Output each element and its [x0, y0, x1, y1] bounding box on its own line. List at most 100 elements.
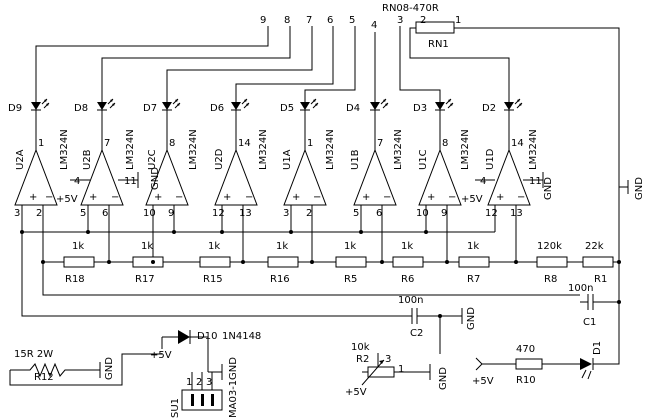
d1-ref: D1	[592, 341, 603, 355]
u1-gnd-pin: 11	[529, 176, 542, 187]
opamp-u2c-ref: U2C	[147, 149, 158, 170]
r12-ref: R12	[34, 372, 54, 383]
led-label-d4: D4	[346, 103, 360, 114]
su1-pin-1: 1	[186, 377, 192, 388]
leds	[31, 98, 523, 118]
c2-gnd-label: GND	[466, 307, 477, 330]
svg-text:+: +	[496, 192, 504, 203]
svg-text:−: −	[517, 192, 525, 203]
r10-ref: R10	[516, 375, 536, 386]
rn1-pin-3: 3	[397, 15, 403, 26]
wire-ladder-to-c1	[42, 262, 580, 296]
capacitor-c2	[411, 308, 462, 324]
opamp-u1a-part: LM324N	[325, 129, 336, 170]
u2a-out-pin: 1	[38, 138, 44, 149]
rn1-pin-6: 6	[327, 15, 333, 26]
u2c-out-pin: 8	[169, 138, 175, 149]
su1-pin-3: 3	[206, 377, 212, 388]
opamp-u2b: + −	[70, 116, 138, 262]
u2d-out-pin: 14	[238, 138, 251, 149]
r1-ref: R1	[594, 274, 607, 285]
r17-value: 1k	[141, 241, 153, 252]
su1-pin-3-body	[211, 394, 214, 406]
c1-value: 100n	[568, 283, 593, 294]
u1d-plus-pin: 12	[485, 208, 498, 219]
wire-rn1-5	[304, 26, 356, 100]
u1d-out-pin: 14	[511, 138, 524, 149]
wire-rn1-6	[235, 26, 334, 100]
u1b-out-pin: 7	[377, 138, 383, 149]
rn1-pin-4: 4	[371, 20, 377, 31]
u2c-minus-pin: 9	[168, 208, 174, 219]
u1b-minus-pin: 6	[376, 208, 382, 219]
r6-value: 1k	[401, 241, 413, 252]
gnd-top-right-label: GND	[634, 177, 645, 200]
u2d-minus-pin: 13	[239, 208, 252, 219]
led-label-d2: D2	[482, 103, 496, 114]
svg-text:+: +	[89, 192, 97, 203]
opamp-u2c: + −	[145, 116, 189, 262]
r2-wiper-arrow	[379, 360, 384, 364]
r2-gnd-label: GND	[438, 367, 449, 390]
u1c-minus-pin: 9	[441, 208, 447, 219]
d10-part: 1N4148	[222, 331, 261, 342]
opamp-u2a-part: LM324N	[59, 129, 70, 170]
u2b-minus-pin: 6	[102, 208, 108, 219]
d1-wire	[592, 302, 620, 370]
led-d4	[370, 98, 389, 118]
r10-value: 470	[516, 344, 535, 355]
led-label-d7: D7	[143, 103, 157, 114]
u1b-plus-pin: 5	[353, 208, 359, 219]
rn1-part-label: RN08-470R	[382, 3, 439, 14]
r5-ref: R5	[344, 274, 357, 285]
led-d3	[435, 98, 454, 118]
d10-ref: D10	[197, 331, 217, 342]
u2-gnd-pin: 11	[124, 176, 137, 187]
su1-part: MA03-1	[228, 380, 239, 418]
u1-vcc-label: +5V	[461, 194, 483, 205]
u1c-plus-pin: 10	[416, 208, 429, 219]
opamp-u1c: + −	[418, 116, 462, 262]
led-label-d8: D8	[74, 103, 88, 114]
r12-value: 15R 2W	[14, 349, 53, 360]
su1-gnd-label: GND	[228, 357, 239, 380]
su1-pin-1-body	[191, 394, 194, 406]
potentiometer-r2	[367, 366, 395, 378]
r18-ref: R18	[65, 274, 85, 285]
rn1-pin-8: 8	[284, 15, 290, 26]
opamp-u1b-ref: U1B	[350, 149, 361, 170]
svg-text:−: −	[245, 192, 253, 203]
svg-text:−: −	[111, 192, 119, 203]
opamp-u2d: + −	[214, 116, 258, 262]
svg-text:+: +	[29, 192, 37, 203]
wire-rn1-8	[101, 26, 291, 100]
svg-text:−: −	[45, 192, 53, 203]
r6-ref: R6	[401, 274, 414, 285]
rn1-pin-1: 1	[455, 15, 461, 26]
su1-pin-2-body	[201, 394, 204, 406]
u1a-plus-pin: 3	[283, 208, 289, 219]
opamp-u1d-part: LM324N	[528, 129, 539, 170]
u2b-out-pin: 7	[104, 138, 110, 149]
u1a-minus-pin: 2	[306, 208, 312, 219]
wire-rn1-9	[35, 26, 269, 100]
r5-value: 1k	[344, 241, 356, 252]
wire-rn1-3	[399, 26, 441, 100]
vcc-arrow-r10	[475, 357, 516, 371]
d10-vcc-label: +5V	[150, 350, 172, 361]
opamp-u1c-ref: U1C	[418, 149, 429, 170]
wire-rn1-1	[454, 27, 620, 302]
su1-pin-2: 2	[196, 377, 202, 388]
su1-ref: SU1	[170, 398, 181, 418]
rn1-ref-label: RN1	[428, 39, 449, 50]
rn1-pin-2: 2	[420, 15, 426, 26]
diode-d10	[178, 330, 190, 344]
r2-pin-3: 3	[385, 354, 391, 365]
junction-dots	[20, 230, 621, 318]
opamp-u1d-ref: U1D	[485, 148, 496, 170]
opamp-u1c-part: LM324N	[460, 129, 471, 170]
svg-text:+: +	[292, 192, 300, 203]
u2d-plus-pin: 12	[212, 208, 225, 219]
u2-vcc-label: +5V	[56, 194, 78, 205]
